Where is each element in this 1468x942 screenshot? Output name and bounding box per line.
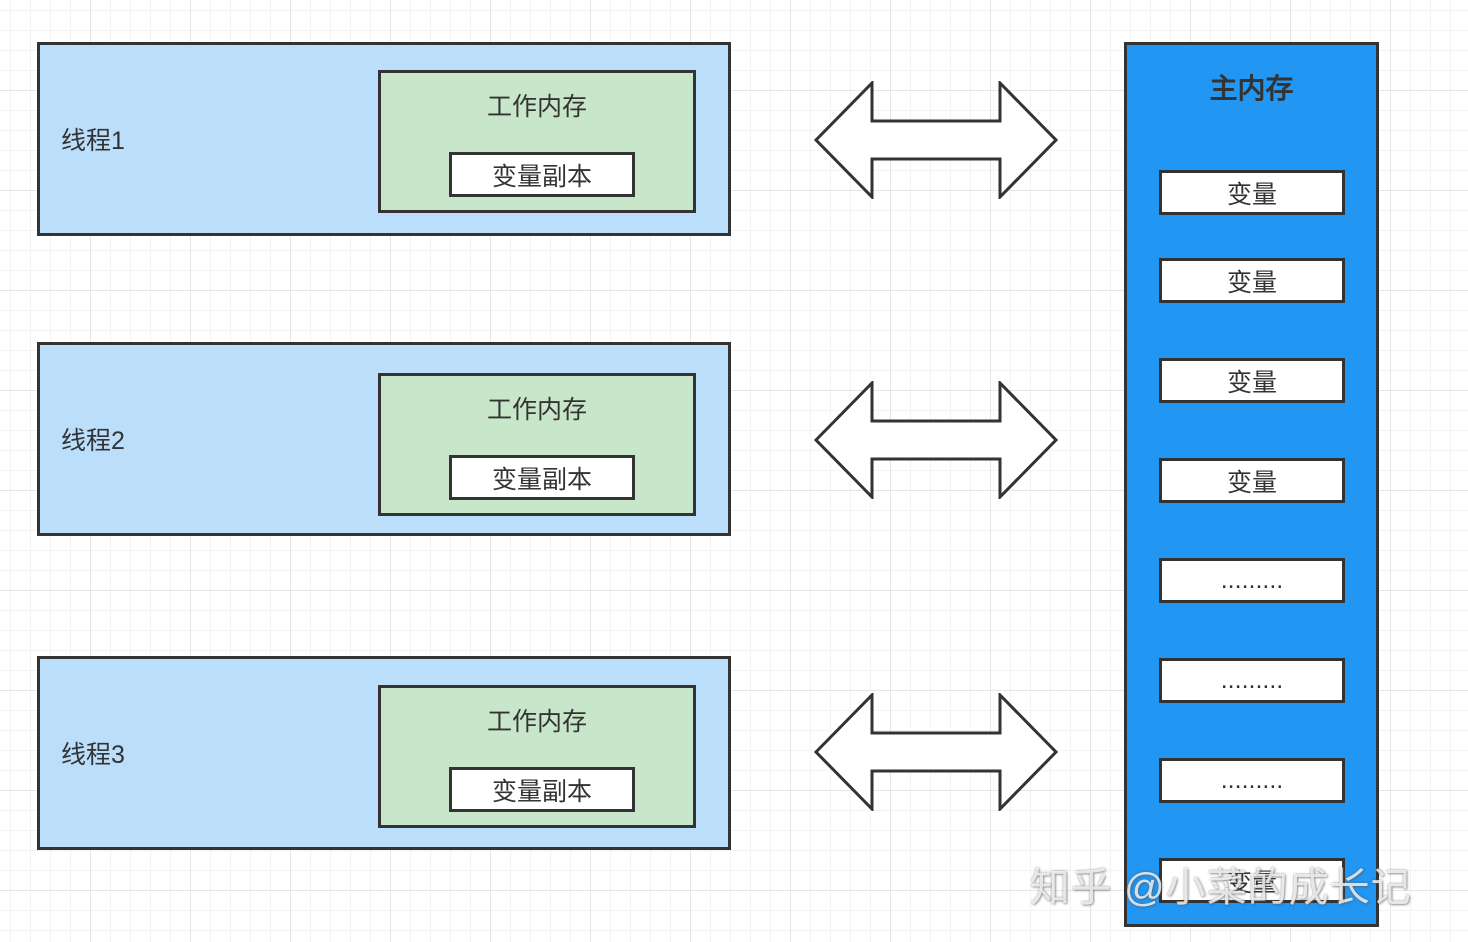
thread-box-3: 线程3 工作内存 变量副本: [37, 656, 731, 850]
work-memory-box: 工作内存 变量副本: [378, 373, 696, 516]
work-memory-box: 工作内存 变量副本: [378, 685, 696, 828]
thread-label: 线程3: [61, 741, 125, 769]
thread-label: 线程1: [61, 127, 125, 155]
double-arrow-icon: [814, 381, 1058, 499]
main-memory-variable: 变量: [1159, 358, 1345, 403]
main-memory-variable: 变量: [1159, 458, 1345, 503]
work-memory-title: 工作内存: [486, 396, 587, 424]
main-memory-ellipsis: .........: [1159, 758, 1345, 803]
main-memory-ellipsis: .........: [1159, 658, 1345, 703]
main-memory-box: 主内存 变量 变量 变量 变量 ......... ......... ....…: [1124, 42, 1379, 927]
thread-label: 线程2: [61, 427, 125, 455]
main-memory-title: 主内存: [1209, 73, 1294, 104]
main-memory-variable: 变量: [1159, 258, 1345, 303]
thread-box-1: 线程1 工作内存 变量副本: [37, 42, 731, 236]
double-arrow-icon: [814, 693, 1058, 811]
variable-copy-box: 变量副本: [449, 455, 635, 500]
main-memory-variable: 变量: [1159, 858, 1345, 903]
work-memory-title: 工作内存: [486, 708, 587, 736]
watermark: 知乎 @小菜的成长记: [1030, 866, 1412, 910]
work-memory-title: 工作内存: [486, 93, 587, 121]
variable-copy-box: 变量副本: [449, 152, 635, 197]
main-memory-ellipsis: .........: [1159, 558, 1345, 603]
variable-copy-box: 变量副本: [449, 767, 635, 812]
double-arrow-icon: [814, 81, 1058, 199]
thread-box-2: 线程2 工作内存 变量副本: [37, 342, 731, 536]
work-memory-box: 工作内存 变量副本: [378, 70, 696, 213]
main-memory-variable: 变量: [1159, 170, 1345, 215]
